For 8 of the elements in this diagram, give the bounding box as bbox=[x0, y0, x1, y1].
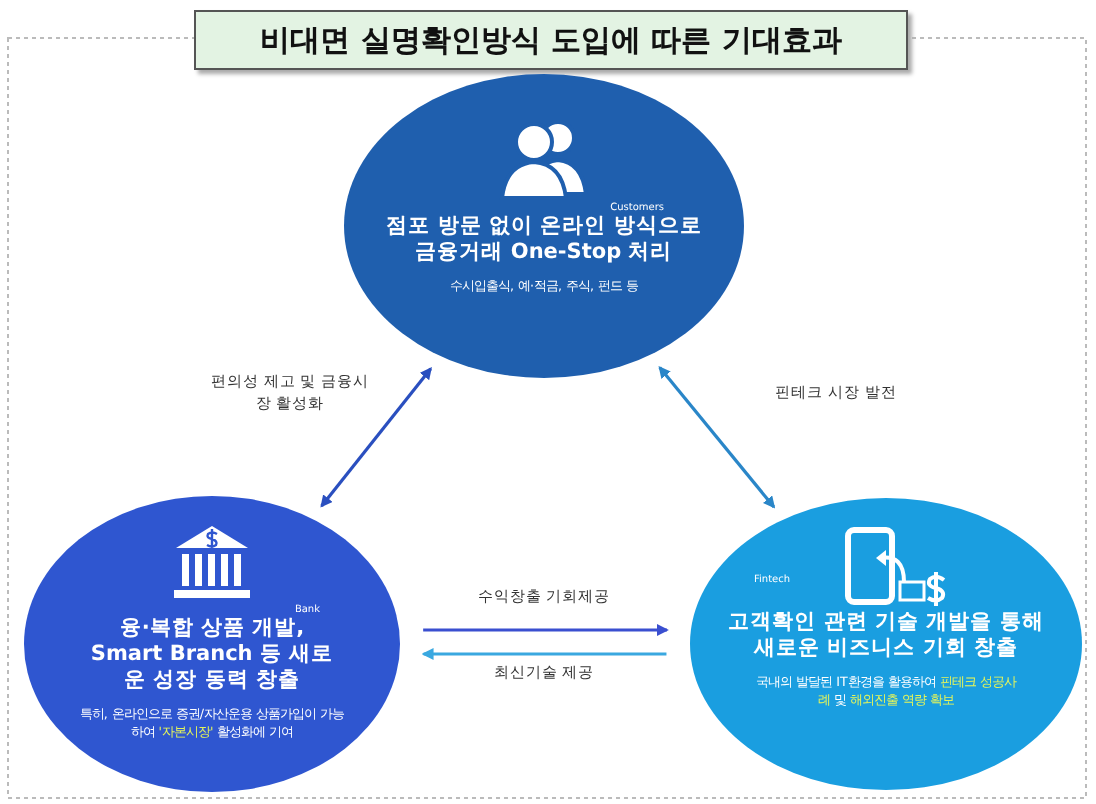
arrow bbox=[421, 648, 667, 660]
arrow bbox=[423, 624, 669, 636]
heading: 고객확인 관련 기술 개발을 통해 새로운 비즈니스 기회 창출 bbox=[726, 610, 1046, 662]
title-box: 비대면 실명확인방식 도입에 따른 기대효과 bbox=[194, 10, 908, 70]
heading: 점포 방문 없이 온라인 방식으로 금융거래 One-Stop 처리 bbox=[384, 214, 704, 266]
arrow bbox=[658, 365, 776, 509]
arrow bbox=[320, 367, 432, 508]
heading: 융·복합 상품 개발, Smart Branch 등 새로운 성장 동력 창출 bbox=[88, 616, 336, 694]
